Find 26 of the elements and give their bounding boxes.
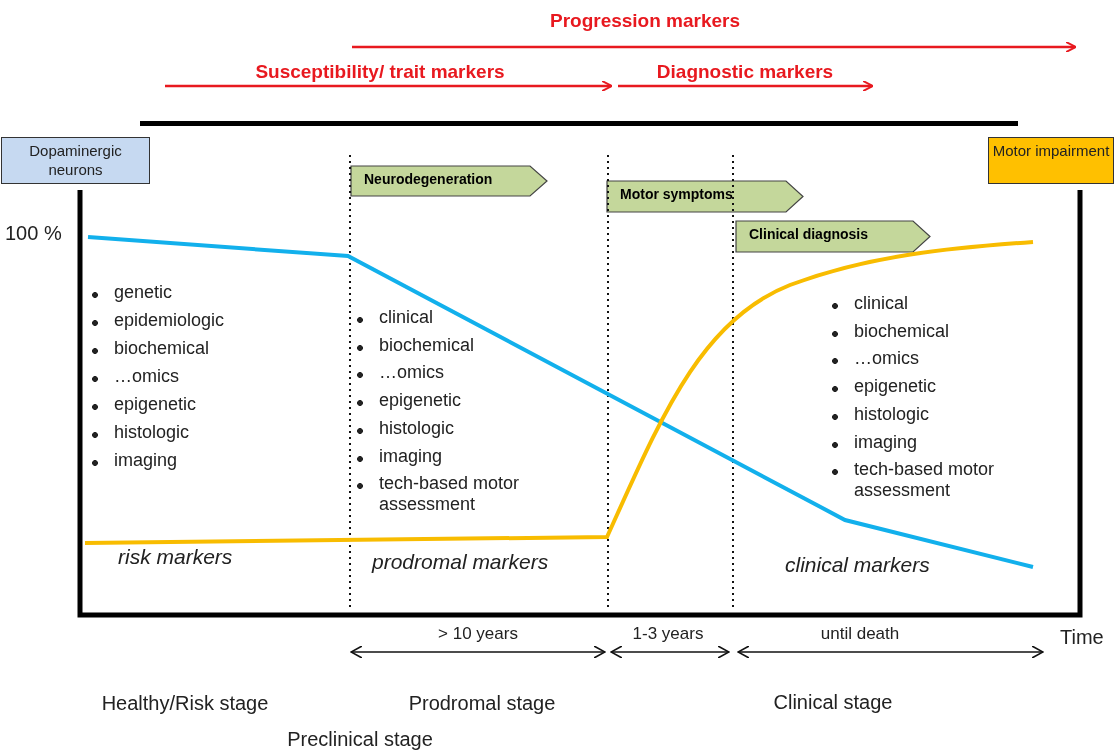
phase-label: Clinical diagnosis bbox=[749, 226, 869, 242]
stage-caption: prodromal markers bbox=[372, 550, 549, 574]
heading: Progression markers bbox=[549, 10, 741, 32]
stage-label: Clinical stage bbox=[773, 691, 893, 714]
list-item: genetic bbox=[90, 282, 173, 303]
stage-caption: risk markers bbox=[118, 545, 233, 569]
population-box: Dopaminergic neurons bbox=[1, 137, 150, 184]
duration-label: until death bbox=[820, 624, 900, 644]
list-item: epigenetic bbox=[90, 394, 197, 415]
phase-label: Motor symptoms bbox=[620, 186, 733, 202]
axis-label: Time bbox=[1060, 626, 1104, 649]
heading: Susceptibility/ trait markers bbox=[255, 61, 505, 83]
list-item: epidemiologic bbox=[90, 310, 225, 331]
duration-label: 1-3 years bbox=[632, 624, 704, 644]
stage-label: Preclinical stage bbox=[287, 728, 433, 751]
list-item: epigenetic bbox=[355, 390, 462, 412]
stage-label: Healthy/Risk stage bbox=[101, 692, 269, 715]
duration-label: > 10 years bbox=[438, 624, 518, 644]
list-item: histologic bbox=[90, 422, 190, 443]
axis-label: 100 % bbox=[5, 222, 62, 245]
outcome-box: Motor impairment bbox=[988, 137, 1114, 184]
list-item: epigenetic bbox=[830, 376, 937, 398]
stage-caption: clinical markers bbox=[785, 553, 930, 577]
stage-label: Prodromal stage bbox=[408, 692, 556, 715]
heading: Diagnostic markers bbox=[656, 61, 834, 83]
phase-label: Neurodegeneration bbox=[364, 171, 493, 187]
